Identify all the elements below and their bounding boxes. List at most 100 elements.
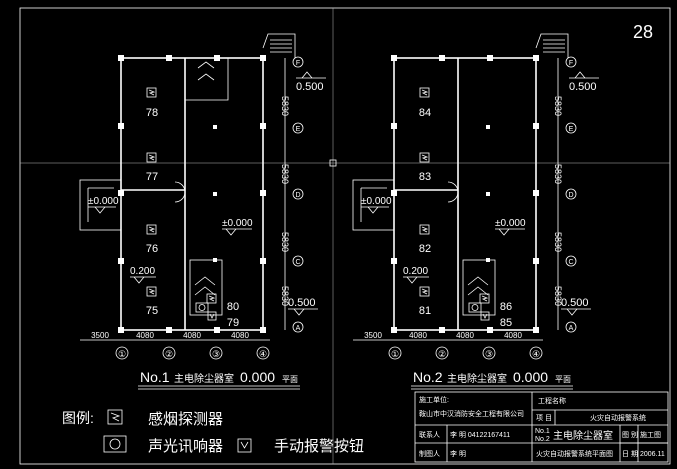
floor-plan-no2: 84 83 82 81 86 85 ±0.000 ±0.000 0.200 0.… (352, 33, 599, 390)
smoke-detector-icon (146, 286, 157, 297)
axis-dimension: 4080 (136, 331, 154, 340)
level-mark: 0.500 (561, 297, 589, 309)
bay-dimension: 5830 (553, 96, 563, 116)
level-symbol (495, 228, 525, 236)
axis-label: F (569, 60, 573, 67)
axis-label: ① (118, 349, 126, 359)
axis-label: D (295, 192, 300, 199)
legend-smoke-detector: 感烟探测器 (148, 411, 223, 428)
column (166, 327, 172, 333)
bay-dimension: 5830 (553, 232, 563, 252)
manual-alarm-button-icon (480, 311, 490, 321)
column (533, 55, 539, 61)
tb-contact-value: 李 明 04122167411 (450, 430, 510, 439)
axis-label: ③ (212, 349, 220, 359)
level-mark: 0.500 (569, 81, 597, 93)
axis-dimension: 4080 (456, 331, 474, 340)
column (391, 123, 397, 129)
bay-dimension: 5830 (553, 164, 563, 184)
tb-drawn-value: 李 明 (450, 449, 466, 458)
axis-label: ① (391, 349, 399, 359)
legend-title: 图例: (62, 410, 94, 426)
room-number: 79 (227, 317, 239, 329)
column (118, 258, 124, 264)
floor-plan-no1: 78 77 76 75 80 79 ±0.000 ±0.000 0.200 0.… (79, 33, 326, 390)
column (214, 327, 220, 333)
axis-dimension: 3500 (91, 331, 109, 340)
column (118, 55, 124, 61)
alarm-sounder-icon (468, 302, 482, 313)
plan-title-name: 主电除尘器室 (447, 372, 507, 385)
level-symbol (222, 228, 252, 236)
level-mark: ±0.000 (222, 218, 253, 229)
tb-drawn-label: 制图人 (419, 449, 440, 458)
level-mark: 0.500 (288, 297, 316, 309)
tb-drawing-title-a: 主电除尘器室 (553, 429, 613, 442)
bay-dimension: 5830 (280, 96, 290, 116)
axis-label: ② (165, 349, 173, 359)
column (166, 55, 172, 61)
level-symbol (403, 276, 429, 284)
plan1-left-annex (79, 179, 122, 231)
smoke-detector-icon (419, 87, 430, 98)
column (439, 327, 445, 333)
column (260, 123, 266, 129)
crosshair-pickbox (329, 159, 337, 167)
tb-drawing-title-b: 火灾自动报警系统平面图 (536, 449, 613, 458)
column (391, 190, 397, 196)
axis-dimension: 4080 (409, 331, 427, 340)
axis-label: E (296, 126, 301, 133)
column (487, 55, 493, 61)
alarm-sounder-icon (103, 435, 127, 453)
column (213, 258, 217, 262)
plan1-right-stair (262, 33, 296, 58)
smoke-detector-icon (479, 293, 490, 304)
plan1-stair-symbol-top (197, 61, 215, 81)
plan1-columns (118, 55, 266, 333)
axis-label: D (568, 192, 573, 199)
column (533, 327, 539, 333)
axis-bubbles-right: F E D C A (565, 56, 577, 333)
axis-label: ④ (259, 349, 267, 359)
bay-dimension: 5830 (280, 286, 290, 306)
bay-dimension: 5830 (280, 232, 290, 252)
tb-date-value: 2006.11 (640, 451, 665, 458)
column (533, 123, 539, 129)
room-number: 81 (419, 305, 431, 317)
plan2-stair-treads (543, 39, 565, 53)
plan2-outer-wall (393, 57, 537, 331)
manual-alarm-button-icon (237, 438, 252, 453)
column (391, 55, 397, 61)
tb-project-value: 火灾自动报警系统 (590, 413, 646, 422)
axis-bubbles-bottom: ① ② ③ ④ (388, 346, 543, 360)
room-number: 86 (500, 301, 512, 313)
plan2-left-annex (352, 179, 395, 231)
plan-title-level: 0.000 (513, 369, 548, 385)
legend: 图例: 感烟探测器 声光讯响器 手动报警按钮 (62, 409, 364, 455)
tb-drawing-no-2: No.2 (535, 436, 550, 443)
level-mark: 0.500 (296, 81, 324, 93)
column (214, 55, 220, 61)
axis-label: C (568, 259, 573, 266)
tb-stage-value: 施工图 (640, 430, 661, 439)
plan1-annex-inner (87, 187, 114, 222)
column (118, 190, 124, 196)
column (260, 327, 266, 333)
manual-alarm-button-icon (207, 311, 217, 321)
title-block: 施工单位: 鞍山市中汉消防安全工程有限公司 工程名称 项 目 火灾自动报警系统 … (414, 391, 669, 463)
column (213, 125, 217, 129)
plan1-smoke-detectors (146, 87, 217, 304)
tb-contact-label: 联系人 (419, 430, 440, 439)
level-symbol (569, 71, 599, 79)
smoke-detector-icon (419, 224, 430, 235)
column (486, 258, 490, 262)
drawing-frame (19, 7, 671, 465)
column (533, 190, 539, 196)
axis-label: A (296, 325, 301, 332)
level-mark: ±0.000 (361, 196, 392, 207)
tb-stage-label: 图 别 (622, 430, 638, 439)
plan1-outer-wall (120, 57, 264, 331)
plan1-door-arc (174, 181, 186, 203)
column (486, 192, 490, 196)
axis-label: C (295, 259, 300, 266)
